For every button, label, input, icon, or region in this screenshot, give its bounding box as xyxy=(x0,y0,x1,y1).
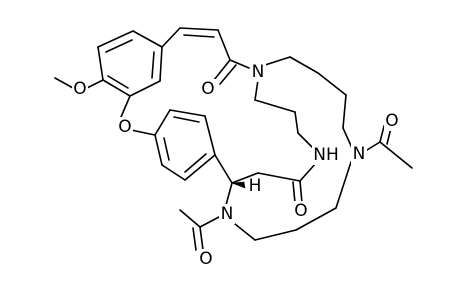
amide-n-right-chain xyxy=(264,56,291,66)
atom-acetyl-o-left: O xyxy=(199,249,212,269)
chain-right-2 xyxy=(317,72,347,96)
methoxy-methyl-bond xyxy=(54,77,74,89)
stereo-wedge-bond xyxy=(231,181,246,189)
atom-nh: NH xyxy=(313,145,339,165)
vinyl-bond-1 xyxy=(161,27,181,48)
n-right-to-acetyl-carbon xyxy=(366,141,381,151)
chain-lower-3 xyxy=(335,161,352,209)
acetyl-right-double-1 xyxy=(379,125,385,143)
carbonyl-top-double-1 xyxy=(213,59,231,81)
acetyl-left-double-2 xyxy=(192,227,197,251)
methoxyphenyl-ring xyxy=(97,30,163,97)
carbonyl-to-ch2-bond xyxy=(257,172,301,182)
nh-to-carbonyl-bond xyxy=(299,162,317,182)
acetyl-left-methyl xyxy=(179,209,201,228)
chain-lower-2 xyxy=(295,207,337,231)
phenylene-ring xyxy=(154,109,216,181)
ether-bond-upper xyxy=(120,95,131,118)
stereocenter-to-ring-bond xyxy=(214,154,233,184)
vinyl-double-bond-inner xyxy=(183,34,215,38)
atom-amine-n-left: N xyxy=(221,204,234,224)
carbonyl-to-amide-n-bond xyxy=(229,59,250,69)
atom-methoxy-o: O xyxy=(73,79,86,99)
chain-right-1 xyxy=(289,56,319,74)
atom-amide-n-top: N xyxy=(252,62,265,82)
ether-bond-lower xyxy=(130,129,156,136)
atom-carbonyl-o-top: O xyxy=(201,79,214,99)
vinyl-double-bond-outer xyxy=(179,27,219,31)
n-left-to-acetyl-carbon xyxy=(199,216,220,228)
atom-stereo-h: H xyxy=(249,176,262,196)
n-left-to-chain-bond xyxy=(234,223,256,241)
acetyl-right-methyl xyxy=(379,141,413,169)
chain-right-4 xyxy=(342,127,353,149)
chain-inner-2 xyxy=(294,111,299,134)
carbonyl-mid-double-2 xyxy=(292,181,296,204)
carbonyl-top-double-2 xyxy=(219,64,237,85)
chain-inner-1 xyxy=(254,99,296,113)
stereocenter-to-n-bond xyxy=(225,182,233,206)
atom-label-layer: N O O O NH N O O H N O xyxy=(72,62,400,269)
acetyl-left-double-1 xyxy=(199,226,204,251)
carbonyl-mid-double-1 xyxy=(299,180,303,204)
atom-carbonyl-o-mid: O xyxy=(294,201,307,221)
amide-n-down-chain xyxy=(254,79,259,101)
chain-lower-1 xyxy=(254,229,297,241)
atom-amine-n-right: N xyxy=(353,144,366,164)
vinyl-to-carbonyl-bond xyxy=(217,29,231,61)
atom-acetyl-o-right: O xyxy=(385,111,398,131)
atom-ether-o: O xyxy=(118,117,131,137)
bond-layer xyxy=(54,27,413,251)
chain-inner-3 xyxy=(297,132,314,149)
ch2-to-stereocenter-bond xyxy=(231,172,259,184)
chain-right-3 xyxy=(342,94,347,129)
methoxy-o-ring-bond xyxy=(86,79,104,89)
